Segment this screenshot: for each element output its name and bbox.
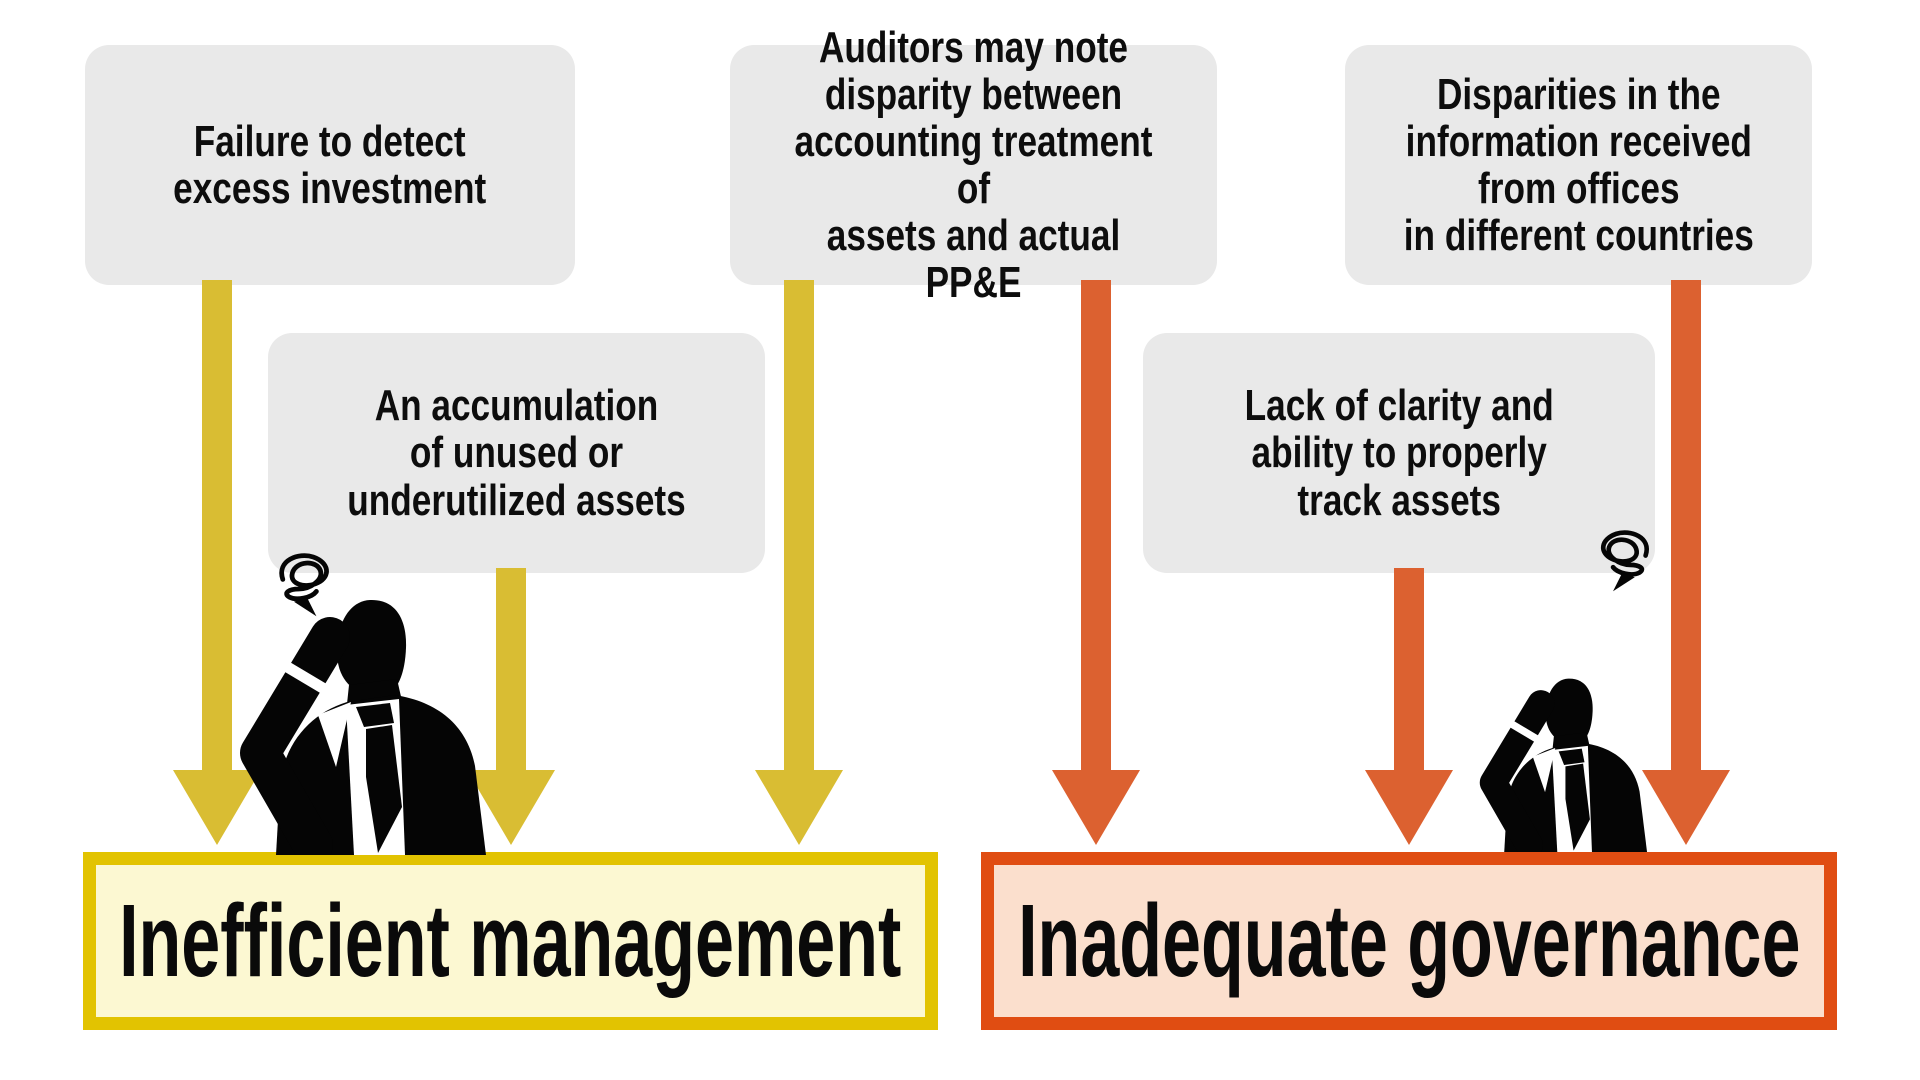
confused-businessman-right-icon (1462, 580, 1658, 852)
cause-box-lack-of-clarity: Lack of clarity and ability to properly … (1143, 333, 1655, 573)
cause-box-label: Lack of clarity and ability to properly … (1244, 381, 1554, 525)
cause-box-failure-to-detect: Failure to detect excess investment (85, 45, 575, 285)
down-arrow-orange-3 (1671, 280, 1701, 772)
down-arrow-orange-1 (1081, 280, 1111, 772)
confusion-scribble-right-icon (1601, 530, 1649, 592)
down-arrowhead-yellow-3 (755, 770, 843, 845)
down-arrow-orange-2 (1394, 568, 1424, 772)
cause-box-information-disparities: Disparities in the information received … (1345, 45, 1812, 285)
down-arrowhead-yellow-1 (173, 770, 261, 845)
cause-box-label: Disparities in the information received … (1403, 69, 1754, 261)
outcome-banner-label: Inadequate governance (1017, 883, 1801, 998)
cause-box-label: Failure to detect excess investment (173, 116, 487, 213)
down-arrow-yellow-3 (784, 280, 814, 772)
down-arrowhead-orange-2 (1365, 770, 1453, 845)
cause-box-label: An accumulation of unused or underutiliz… (347, 381, 686, 525)
confusion-scribble-left-icon (279, 553, 329, 617)
cause-box-accumulation-unused-assets: An accumulation of unused or underutiliz… (268, 333, 765, 573)
down-arrowhead-orange-3 (1642, 770, 1730, 845)
cause-box-label: Auditors may note disparity between acco… (794, 22, 1153, 308)
cause-box-auditor-disparity: Auditors may note disparity between acco… (730, 24, 1217, 306)
down-arrowhead-orange-1 (1052, 770, 1140, 845)
outcome-banner-label: Inefficient management (119, 883, 902, 998)
down-arrow-yellow-1 (202, 280, 232, 772)
confused-businessman-left-icon (218, 455, 498, 855)
outcome-banner-inadequate-governance: Inadequate governance (981, 852, 1837, 1030)
down-arrow-yellow-2 (496, 568, 526, 772)
outcome-banner-inefficient-management: Inefficient management (83, 852, 938, 1030)
